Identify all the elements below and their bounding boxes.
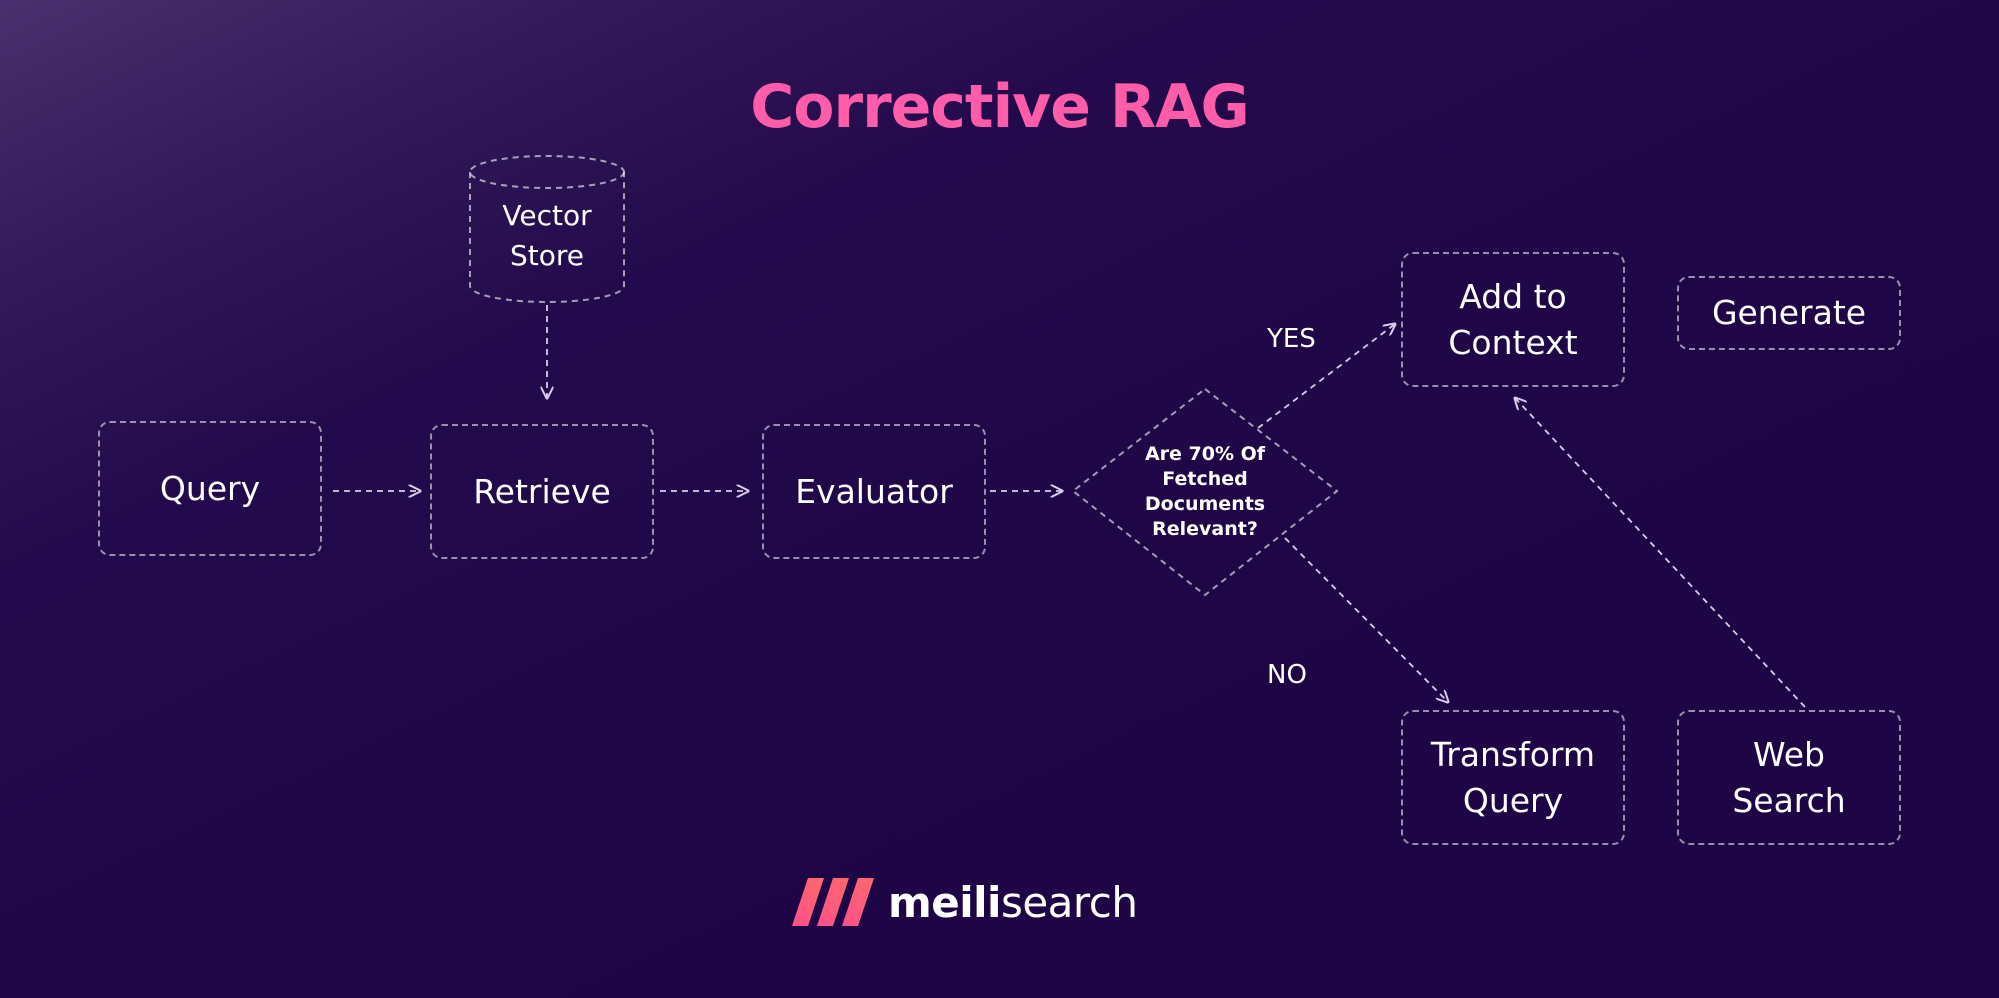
meilisearch-logo-icon bbox=[792, 878, 874, 926]
query-label: Query bbox=[159, 468, 261, 508]
edge-websearch-to-context bbox=[1515, 398, 1806, 708]
edge-decision-yes-to-context bbox=[1257, 324, 1395, 429]
evaluator-label: Evaluator bbox=[795, 471, 953, 511]
yes-label: YES bbox=[1267, 324, 1316, 354]
transform-query-label: Transform Query bbox=[1430, 734, 1596, 820]
web-search-label: Web Search bbox=[1732, 734, 1846, 820]
brand-wordmark: meilisearch bbox=[888, 877, 1138, 927]
vector-store-label: Vector Store bbox=[502, 199, 592, 272]
vector-store-cylinder-top bbox=[469, 155, 625, 189]
add-to-context-node: Add to Context bbox=[1401, 252, 1625, 387]
meilisearch-logo: meilisearch bbox=[790, 872, 1138, 932]
transform-query-node: Transform Query bbox=[1401, 710, 1625, 845]
add-to-context-label: Add to Context bbox=[1448, 276, 1578, 362]
edge-decision-no-to-transform bbox=[1284, 537, 1448, 702]
query-node: Query bbox=[98, 421, 322, 556]
decision-diamond bbox=[1071, 387, 1339, 597]
web-search-node: Web Search bbox=[1677, 710, 1901, 845]
decision-label: Are 70% Of Fetched Documents Relevant? bbox=[1144, 443, 1266, 540]
retrieve-node: Retrieve bbox=[430, 424, 654, 559]
generate-label: Generate bbox=[1711, 293, 1867, 332]
page-title: Corrective RAG bbox=[750, 72, 1250, 142]
no-label: NO bbox=[1267, 660, 1307, 690]
retrieve-label: Retrieve bbox=[473, 471, 611, 511]
vector-store-cylinder bbox=[469, 172, 625, 303]
generate-node: Generate bbox=[1677, 276, 1901, 350]
evaluator-node: Evaluator bbox=[762, 424, 986, 559]
